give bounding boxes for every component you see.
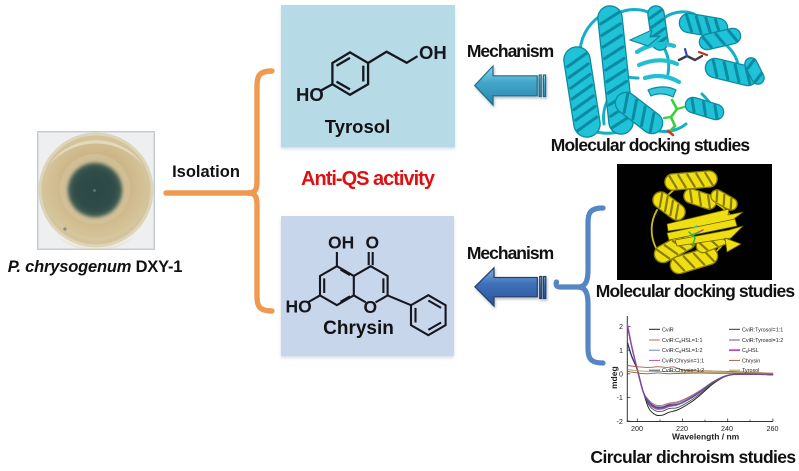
svg-text:O: O	[364, 297, 378, 317]
svg-text:CviR:Tyrosol=1:2: CviR:Tyrosol=1:2	[742, 338, 783, 344]
svg-text:C6HSL: C6HSL	[742, 348, 759, 354]
svg-text:HO: HO	[296, 83, 324, 104]
svg-text:240: 240	[721, 424, 733, 433]
svg-text:0: 0	[619, 370, 623, 379]
svg-text:-2: -2	[617, 417, 623, 426]
svg-text:HO: HO	[286, 296, 312, 316]
svg-text:OH: OH	[328, 232, 354, 252]
svg-text:CviR: CviR	[662, 327, 674, 333]
svg-text:CviR:C6HSL=1:2: CviR:C6HSL=1:2	[662, 348, 702, 354]
svg-text:CviR:Chrysin=1:2: CviR:Chrysin=1:2	[662, 368, 704, 374]
svg-text:Tyrosol: Tyrosol	[742, 368, 759, 374]
svg-text:1: 1	[619, 346, 623, 355]
svg-text:2: 2	[619, 322, 623, 331]
svg-text:Chrysin: Chrysin	[742, 358, 760, 364]
svg-text:Wavelength / nm: Wavelength / nm	[672, 432, 740, 442]
svg-text:200: 200	[631, 424, 643, 433]
svg-text:O: O	[366, 232, 380, 252]
svg-text:OH: OH	[419, 42, 447, 63]
svg-text:-1: -1	[617, 393, 623, 402]
svg-text:mdeg: mdeg	[609, 366, 619, 389]
svg-text:220: 220	[676, 424, 688, 433]
svg-text:260: 260	[767, 424, 779, 433]
svg-text:CviR:Chrysin=1:1: CviR:Chrysin=1:1	[662, 358, 704, 364]
svg-text:CviR:C6HSL=1:1: CviR:C6HSL=1:1	[662, 338, 702, 344]
svg-text:CviR:Tyrosol=1:1: CviR:Tyrosol=1:1	[742, 327, 783, 333]
